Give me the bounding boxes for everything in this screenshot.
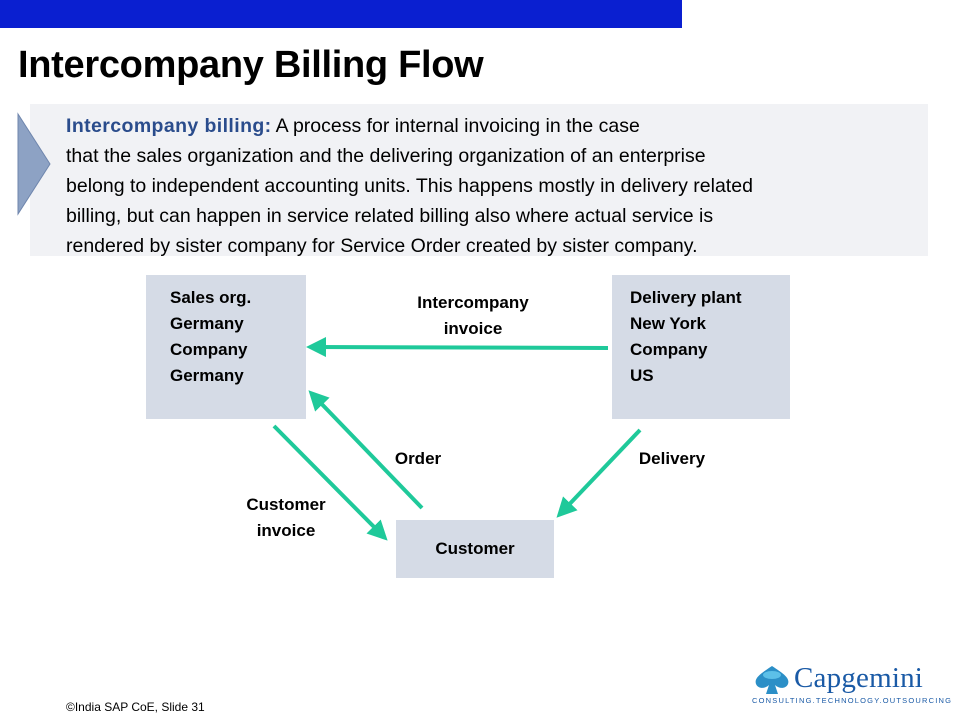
definition-box [30, 104, 928, 256]
slide-footer: ©India SAP CoE, Slide 31 [66, 700, 205, 714]
logo-wordmark: Capgemini [794, 662, 924, 694]
edge-label-line: invoice [443, 319, 503, 338]
arrow-customer-invoice [272, 424, 388, 541]
node-label: Delivery plant [630, 288, 742, 307]
chevron-icon [17, 112, 51, 216]
slide-title: Intercompany Billing Flow [18, 44, 484, 86]
definition-line: belong to independent accounting units. … [66, 175, 753, 197]
node-label: US [630, 366, 654, 385]
definition-line: rendered by sister company for Service O… [66, 235, 698, 257]
node-label: Company [170, 340, 248, 359]
node-customer: Customer [396, 520, 554, 578]
edge-label-order: Order [394, 449, 442, 468]
edge-label-delivery: Delivery [638, 449, 706, 468]
definition-line: billing, but can happen in service relat… [66, 205, 714, 227]
edge-label-line: invoice [256, 521, 316, 540]
arrow-intercompany-invoice [306, 337, 609, 358]
definition-line: that the sales organization and the deli… [66, 145, 706, 167]
spade-icon [755, 666, 789, 694]
node-label: Sales org. [170, 288, 252, 307]
logo-tagline: CONSULTING.TECHNOLOGY.OUTSOURCING [752, 696, 953, 705]
definition-lead: A process for internal invoicing in the … [275, 115, 640, 137]
arrow-delivery [556, 428, 642, 518]
node-label: Customer [435, 539, 515, 558]
node-label: Germany [170, 366, 244, 385]
node-label: Company [630, 340, 708, 359]
node-label: Germany [170, 314, 244, 333]
capgemini-logo: Capgemini CONSULTING.TECHNOLOGY.OUTSOURC… [752, 662, 951, 706]
edge-label-intercompany-invoice: Intercompany invoice [388, 290, 558, 342]
top-bar [0, 0, 682, 28]
node-sales-org-germany: Sales org. Germany Company Germany [146, 275, 306, 419]
node-delivery-plant-new-york: Delivery plant New York Company US [612, 275, 790, 419]
definition-text: Intercompany billing:A process for inter… [66, 111, 926, 261]
footer-text: India SAP CoE, Slide 31 [74, 700, 205, 714]
arrow-order [308, 390, 424, 510]
node-label: New York [630, 314, 706, 333]
edge-label-customer-invoice: Customer invoice [222, 492, 350, 544]
copyright-symbol: © [66, 700, 75, 714]
edge-label-line: Intercompany [417, 293, 529, 312]
edge-label-line: Customer [246, 495, 326, 514]
definition-term: Intercompany billing: [66, 115, 272, 137]
